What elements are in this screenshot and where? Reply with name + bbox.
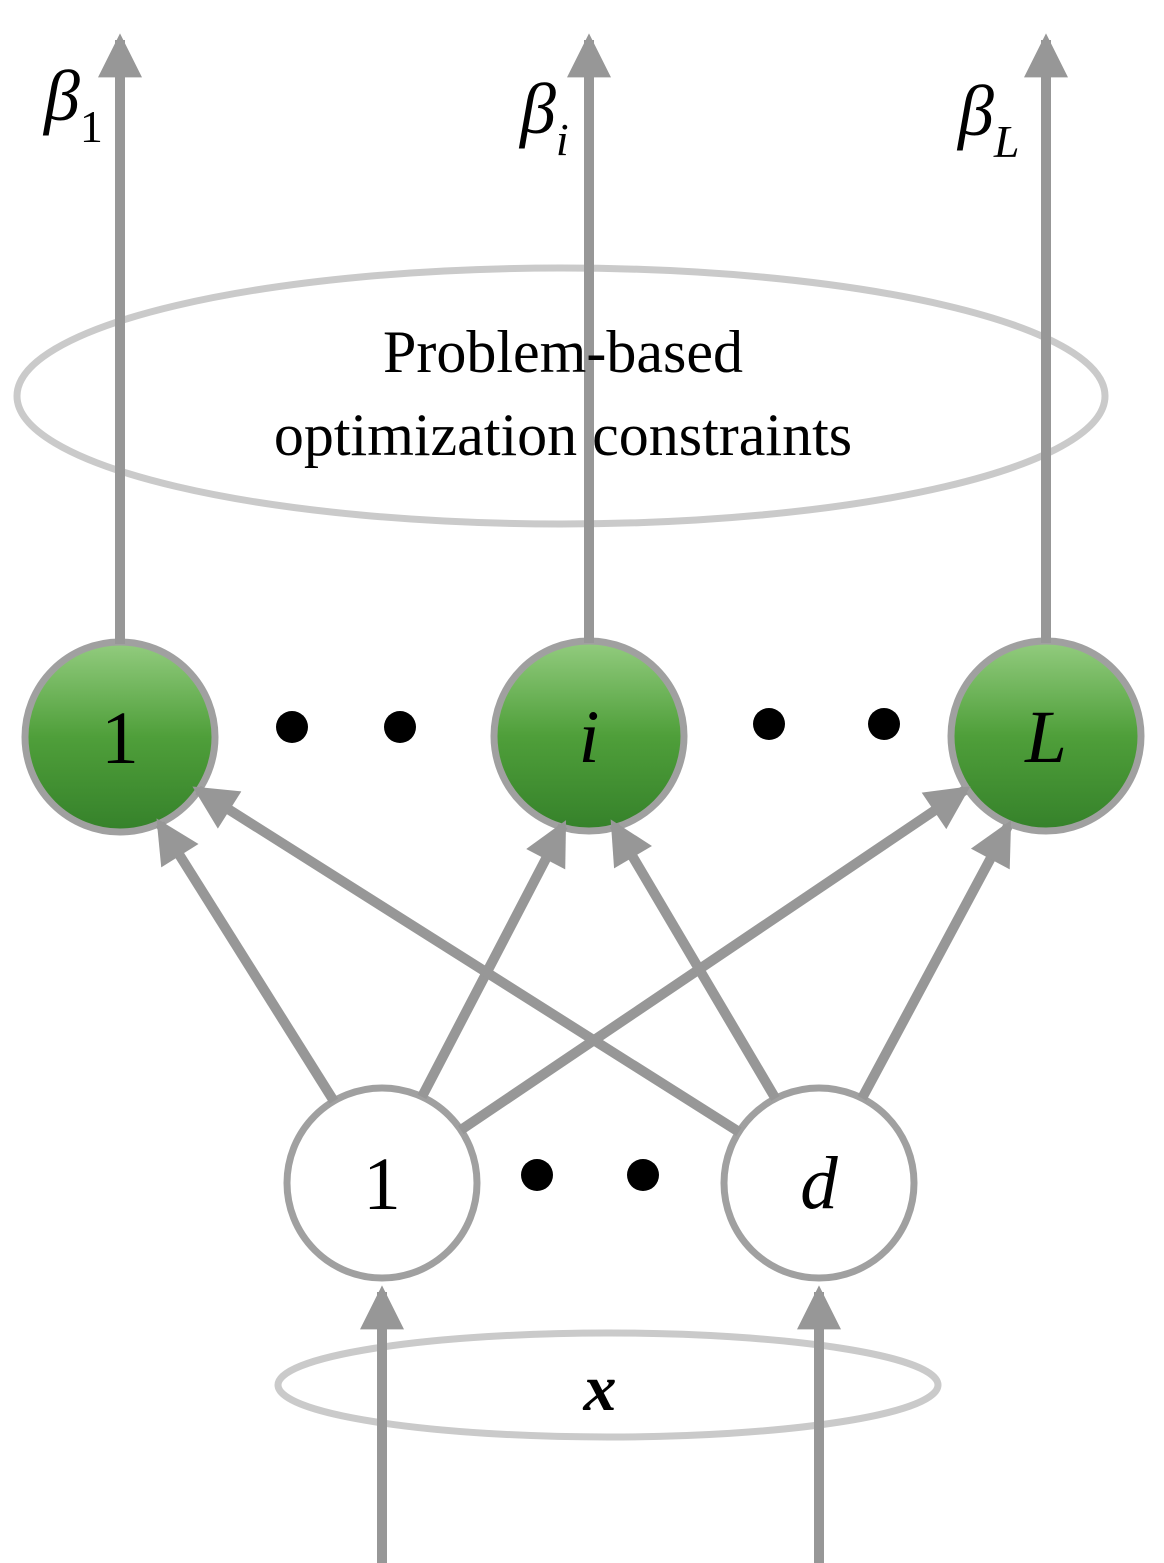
ellipsis-dot bbox=[868, 708, 900, 740]
ellipsis-dot bbox=[753, 708, 785, 740]
constraints-ellipse bbox=[13, 264, 1109, 528]
connection-1-to-i bbox=[417, 820, 568, 1100]
output-weight-label-betai: βi bbox=[518, 69, 569, 165]
constraints-text-line1: Problem-based bbox=[383, 319, 743, 385]
output-weight-label-betaL: βL bbox=[956, 71, 1019, 167]
input-vector-ellipse bbox=[274, 1329, 942, 1441]
ellipsis-dot bbox=[276, 711, 308, 743]
hidden-node-i-label: i bbox=[579, 696, 600, 779]
ellipsis-dot bbox=[384, 711, 416, 743]
hidden-node-L-label: L bbox=[1024, 696, 1067, 779]
connection-1-to-L bbox=[458, 785, 971, 1135]
ellipsis-dot bbox=[627, 1159, 659, 1191]
connection-1-to-1 bbox=[155, 818, 339, 1104]
connection-d-to-L bbox=[857, 820, 1013, 1101]
input-vector-label: x bbox=[583, 1352, 617, 1425]
connection-d-to-1 bbox=[192, 785, 742, 1137]
ellipsis-dot bbox=[521, 1159, 553, 1191]
input-node-d-label: d bbox=[800, 1142, 838, 1225]
output-weight-label-beta1: β1 bbox=[42, 56, 103, 152]
input-node-d bbox=[720, 1084, 918, 1282]
input-node-1-label: 1 bbox=[363, 1143, 401, 1226]
connection-d-to-i bbox=[609, 819, 780, 1102]
hidden-node-1-label: 1 bbox=[101, 697, 139, 780]
input-node-1 bbox=[283, 1084, 481, 1282]
constraints-text-line2: optimization constraints bbox=[274, 402, 852, 468]
